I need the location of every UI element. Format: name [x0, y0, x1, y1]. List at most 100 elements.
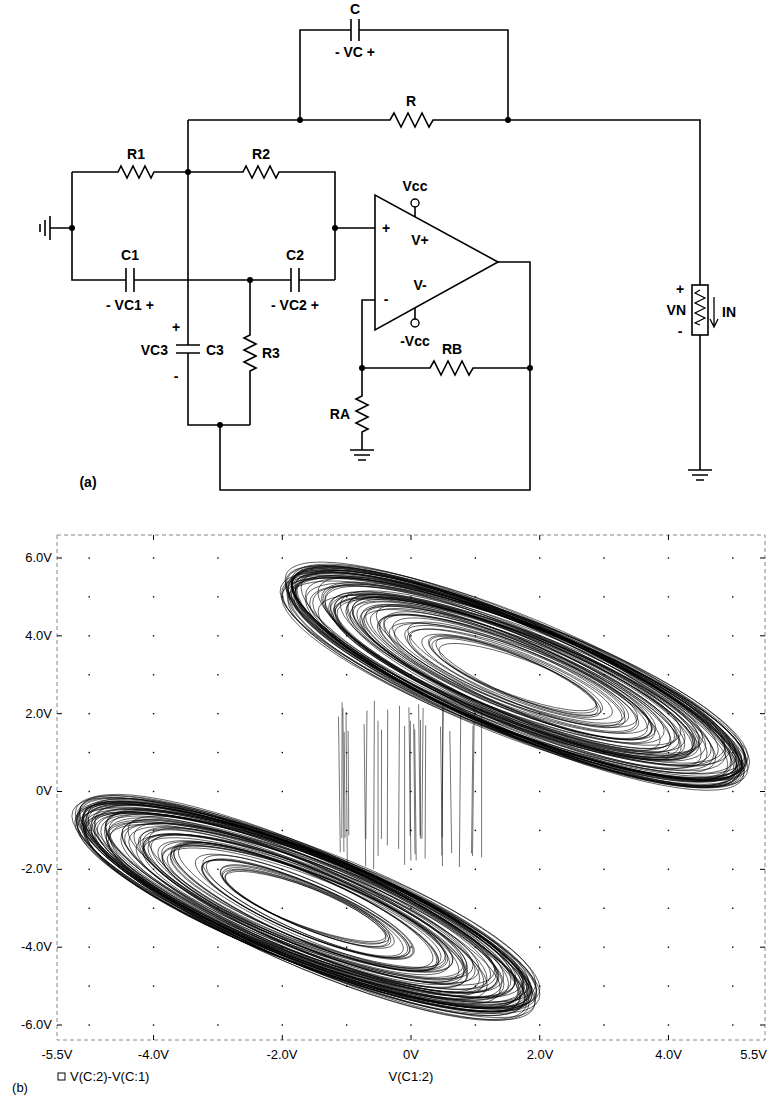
axis-tick	[760, 635, 765, 636]
trajectory-loop	[185, 836, 424, 978]
trajectory-loop	[264, 536, 762, 824]
trajectory-loop	[315, 561, 715, 790]
grid-dot	[668, 1024, 669, 1025]
component-label: - VC1 +	[106, 297, 154, 313]
trajectory-jump	[373, 701, 375, 869]
grid-dot	[217, 869, 218, 870]
trajectory-loop	[65, 775, 554, 1039]
grid-dot	[539, 596, 540, 597]
trajectory-jump	[398, 706, 400, 849]
component-label: -	[678, 323, 683, 339]
terminal-circle	[411, 319, 419, 327]
trajectory-loop	[73, 769, 547, 1039]
trajectory-loop	[313, 561, 728, 797]
axis-tick	[760, 713, 765, 714]
axis-tick-label: -6.0V	[21, 1018, 52, 1033]
grid-dot	[89, 1024, 90, 1025]
trajectory-loop	[58, 765, 552, 1039]
resistor-symbol	[72, 166, 188, 178]
trajectory-loop	[58, 765, 560, 1039]
trajectory-jump	[366, 711, 367, 839]
grid-dot	[282, 908, 283, 909]
trajectory-loop	[425, 625, 604, 727]
attractor-trajectory	[58, 536, 764, 1039]
trajectory-loop	[352, 580, 675, 777]
grid-dot	[475, 791, 476, 792]
trajectory-jump	[381, 730, 382, 839]
trajectory-loop	[90, 789, 518, 1031]
capacitor-symbol	[291, 268, 299, 292]
grid-dot	[732, 830, 733, 831]
grid-dot	[282, 557, 283, 558]
trajectory-loop	[137, 808, 479, 1008]
grid-dot	[732, 557, 733, 558]
trajectory-loop	[197, 842, 413, 973]
trajectory-loop	[88, 775, 533, 1032]
trajectory-loop	[91, 781, 521, 1033]
grid-dot	[475, 1024, 476, 1025]
axis-tick-label: 6.0V	[25, 551, 52, 566]
trajectory-loop	[58, 756, 557, 1039]
trajectory-jump	[378, 721, 379, 856]
junction-dot	[527, 365, 533, 371]
grid-dot	[89, 557, 90, 558]
trajectory-loop	[73, 776, 541, 1039]
trajectory-jump	[344, 732, 346, 838]
grid-dot	[217, 557, 218, 558]
component-label: R3	[262, 345, 280, 361]
grid-dot	[732, 635, 733, 636]
grid-dot	[475, 674, 476, 675]
grid-dot	[346, 557, 347, 558]
trajectory-jump	[348, 731, 350, 836]
axis-tick-label: 2.0V	[25, 707, 52, 722]
component-label: -	[174, 368, 179, 384]
opamp-symbol	[375, 195, 498, 330]
trajectory-loop	[277, 537, 747, 819]
panel-label: (b)	[12, 1081, 28, 1096]
trajectory-jump	[404, 726, 405, 865]
trajectory-loop	[263, 540, 764, 817]
junction-dot	[217, 422, 223, 428]
axis-tick-label: -4.0V	[138, 1048, 169, 1063]
grid-dot	[668, 635, 669, 636]
trajectory-loop	[318, 564, 709, 789]
axis-tick	[668, 1035, 669, 1040]
trajectory-loop	[67, 776, 550, 1039]
grid-dot	[603, 830, 604, 831]
grid-dot	[282, 713, 283, 714]
grid-dot	[539, 557, 540, 558]
grid-dot	[153, 908, 154, 909]
grid-dot	[217, 1024, 218, 1025]
trajectory-loop	[263, 536, 764, 814]
trajectory-jump	[481, 708, 482, 858]
grid-dot	[217, 791, 218, 792]
grid-dot	[153, 1024, 154, 1025]
grid-dot	[89, 869, 90, 870]
junction-dot	[247, 277, 253, 283]
trajectory-loop	[307, 551, 734, 806]
junction-dot	[505, 117, 511, 123]
component-label: -	[384, 291, 389, 307]
trajectory-jump	[364, 724, 366, 866]
grid-dot	[217, 674, 218, 675]
grid-dot	[668, 985, 669, 986]
axis-tick-label: -5.5V	[41, 1048, 72, 1063]
trajectory-jump	[339, 717, 341, 853]
trajectory-loop	[271, 536, 764, 819]
grid-dot	[282, 830, 283, 831]
trajectory-loop	[68, 777, 549, 1039]
grid-dot	[153, 635, 154, 636]
trajectory-loop	[150, 821, 464, 996]
grid-dot	[217, 596, 218, 597]
trajectory-loop	[274, 536, 751, 815]
trajectory-loop	[401, 611, 634, 740]
trajectory-jump	[442, 709, 443, 838]
grid-dot	[282, 752, 283, 753]
grid-dot	[217, 713, 218, 714]
resistor-symbol	[188, 113, 700, 285]
grid-dot	[89, 752, 90, 753]
component-label: C2	[286, 247, 304, 263]
junction-dot	[185, 169, 191, 175]
trajectory-loop	[321, 567, 717, 783]
